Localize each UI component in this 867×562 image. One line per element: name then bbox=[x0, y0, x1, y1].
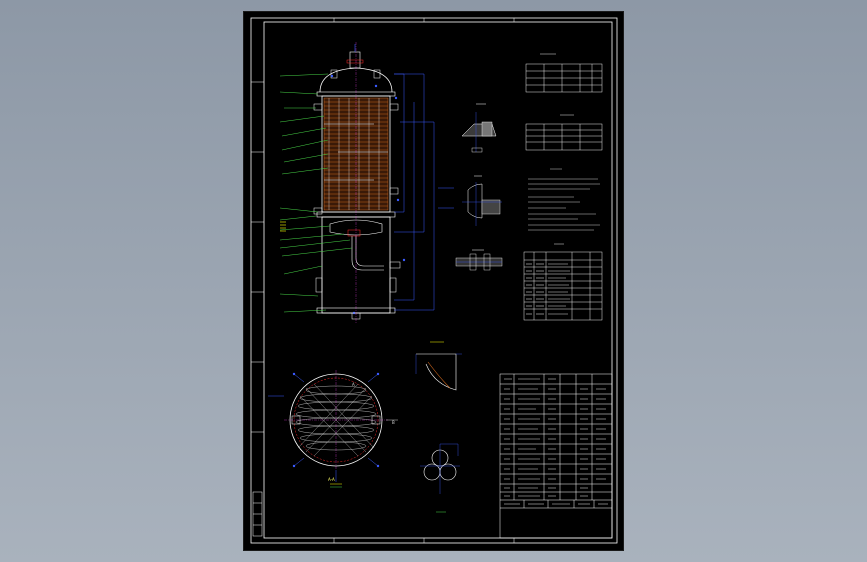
section-mark-a: A bbox=[352, 382, 355, 387]
outer-frame bbox=[250, 17, 618, 544]
frame-ticks bbox=[251, 18, 515, 543]
drawing-svg: A B A-A bbox=[250, 17, 618, 544]
cross-section-view bbox=[268, 370, 398, 488]
vessel-elevation bbox=[313, 42, 406, 324]
detail-view-5 bbox=[420, 443, 460, 513]
table-nozzle-data bbox=[525, 114, 603, 151]
technical-notes bbox=[528, 168, 600, 231]
bom-table bbox=[499, 373, 613, 539]
table-design-data bbox=[525, 53, 603, 93]
detail-view-2 bbox=[462, 175, 502, 226]
part-leaders bbox=[279, 73, 353, 313]
section-view-label: A-A bbox=[328, 477, 335, 482]
detail-view-3 bbox=[455, 249, 503, 271]
table-nozzle-list bbox=[523, 243, 603, 321]
left-stamp-blocks bbox=[252, 491, 263, 537]
drawing-sheet[interactable]: A B A-A bbox=[244, 12, 623, 550]
section-mark-b: B bbox=[392, 420, 395, 425]
detail-view-4 bbox=[415, 341, 462, 391]
table-nozzle-list-text bbox=[526, 263, 570, 315]
dimension-lines bbox=[394, 73, 454, 311]
detail-view-1 bbox=[461, 103, 497, 153]
inner-frame bbox=[263, 21, 613, 539]
bom-text bbox=[504, 378, 608, 505]
